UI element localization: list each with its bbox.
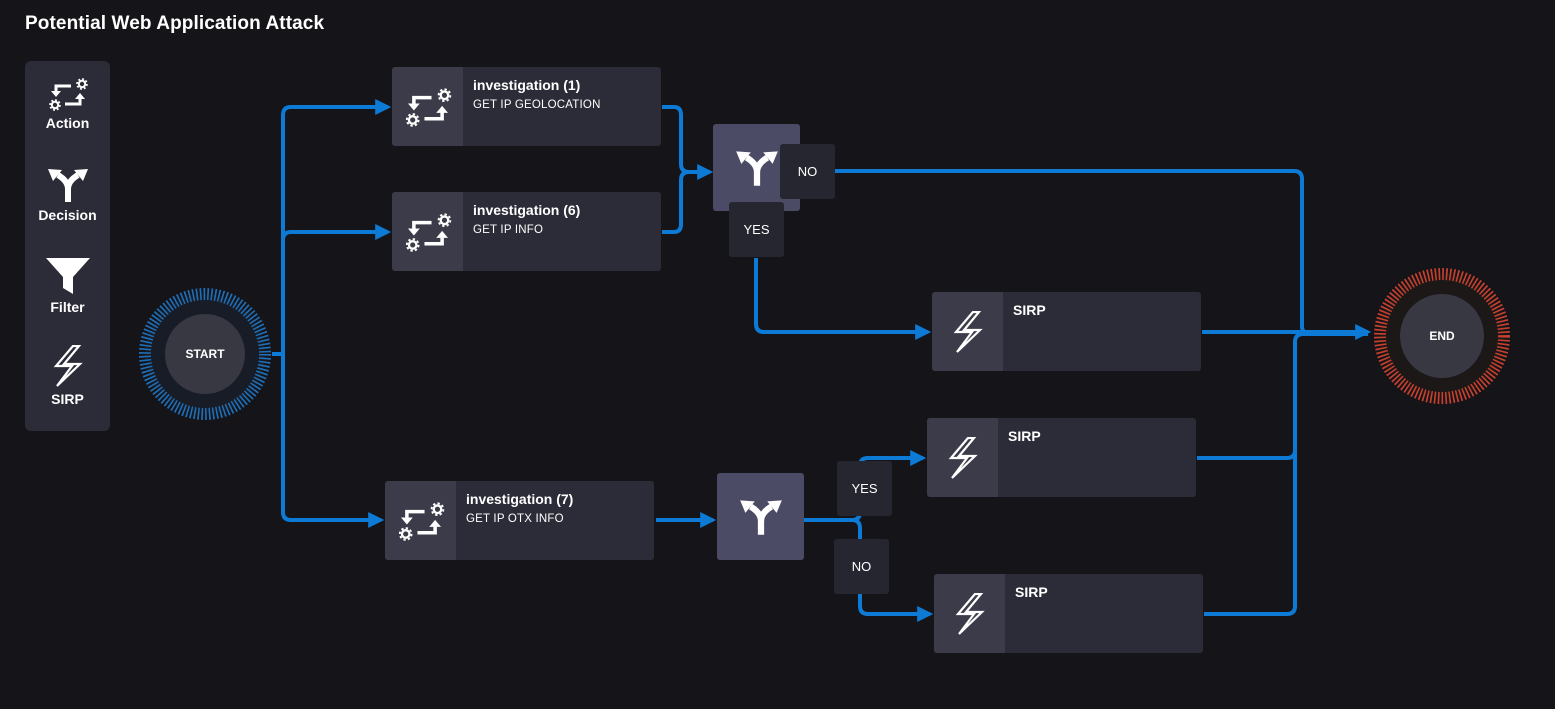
decision-icon bbox=[735, 150, 778, 186]
decision-node-2[interactable] bbox=[717, 473, 804, 560]
palette-label-decision: Decision bbox=[38, 207, 97, 223]
action-title: investigation (7) bbox=[466, 491, 574, 507]
action-node-investigation-6[interactable]: investigation (6) GET IP INFO bbox=[392, 192, 661, 271]
connector-to-investigation-6 bbox=[281, 224, 392, 241]
decision-2-no-branch[interactable]: NO bbox=[834, 539, 889, 594]
connector-decision2-no bbox=[851, 518, 934, 622]
palette-label-filter: Filter bbox=[50, 299, 85, 315]
sirp-icon bbox=[948, 436, 978, 479]
start-node-ring: START bbox=[138, 287, 272, 421]
branch-label: YES bbox=[743, 222, 770, 237]
action-title: investigation (6) bbox=[473, 202, 581, 218]
decision-1-no-branch[interactable]: NO bbox=[780, 144, 835, 199]
sirp-label: SIRP bbox=[1008, 428, 1041, 444]
action-subtitle: GET IP OTX INFO bbox=[466, 513, 564, 525]
action-node-investigation-7[interactable]: investigation (7) GET IP OTX INFO bbox=[385, 481, 654, 560]
connector-inv6-to-decision1 bbox=[662, 170, 690, 234]
action-node-investigation-1[interactable]: investigation (1) GET IP GEOLOCATION bbox=[392, 67, 661, 146]
branch-label: NO bbox=[797, 164, 818, 179]
connector-decision1-yes bbox=[754, 258, 932, 340]
connector-trunk bbox=[281, 115, 292, 522]
sirp-node-3[interactable]: SIRP bbox=[934, 574, 1203, 653]
decision-icon bbox=[739, 499, 782, 535]
end-node[interactable]: END bbox=[1400, 294, 1484, 378]
action-icon bbox=[48, 78, 88, 111]
node-palette: Action Decision Filter SIRP bbox=[25, 61, 110, 431]
sirp-node-2[interactable]: SIRP bbox=[927, 418, 1196, 497]
decision-1-yes-branch[interactable]: YES bbox=[729, 202, 784, 257]
page-title: Potential Web Application Attack bbox=[25, 13, 325, 34]
connector-sirp2-to-end bbox=[1197, 449, 1297, 460]
sirp-icon bbox=[53, 345, 83, 387]
action-icon bbox=[398, 501, 444, 541]
decision-icon bbox=[47, 169, 88, 202]
sirp-label: SIRP bbox=[1015, 584, 1048, 600]
action-subtitle: GET IP INFO bbox=[473, 224, 544, 236]
connector-inv1-to-decision1 bbox=[662, 105, 714, 180]
palette-item-decision[interactable]: Decision bbox=[25, 167, 110, 223]
sirp-icon bbox=[955, 592, 985, 635]
end-label: END bbox=[1429, 329, 1455, 343]
sirp-label: SIRP bbox=[1013, 302, 1046, 318]
filter-icon bbox=[45, 258, 90, 294]
palette-item-filter[interactable]: Filter bbox=[25, 257, 110, 315]
decision-2-yes-branch[interactable]: YES bbox=[837, 461, 892, 516]
action-subtitle: GET IP GEOLOCATION bbox=[473, 99, 601, 111]
action-icon bbox=[405, 212, 451, 252]
palette-label-action: Action bbox=[45, 115, 90, 131]
connector-to-investigation-1 bbox=[281, 99, 392, 116]
palette-label-sirp: SIRP bbox=[51, 391, 84, 407]
sirp-node-1[interactable]: SIRP bbox=[932, 292, 1201, 371]
action-icon bbox=[405, 87, 451, 127]
palette-item-sirp[interactable]: SIRP bbox=[25, 345, 110, 407]
connector-sirp3-to-end bbox=[1204, 332, 1368, 616]
branch-label: NO bbox=[851, 559, 872, 574]
action-title: investigation (1) bbox=[473, 77, 581, 93]
branch-label: YES bbox=[851, 481, 878, 496]
start-node[interactable]: START bbox=[165, 314, 245, 394]
sirp-icon bbox=[953, 310, 983, 353]
start-label: START bbox=[185, 347, 225, 361]
end-node-ring: END bbox=[1373, 267, 1511, 405]
palette-item-action[interactable]: Action bbox=[25, 77, 110, 131]
